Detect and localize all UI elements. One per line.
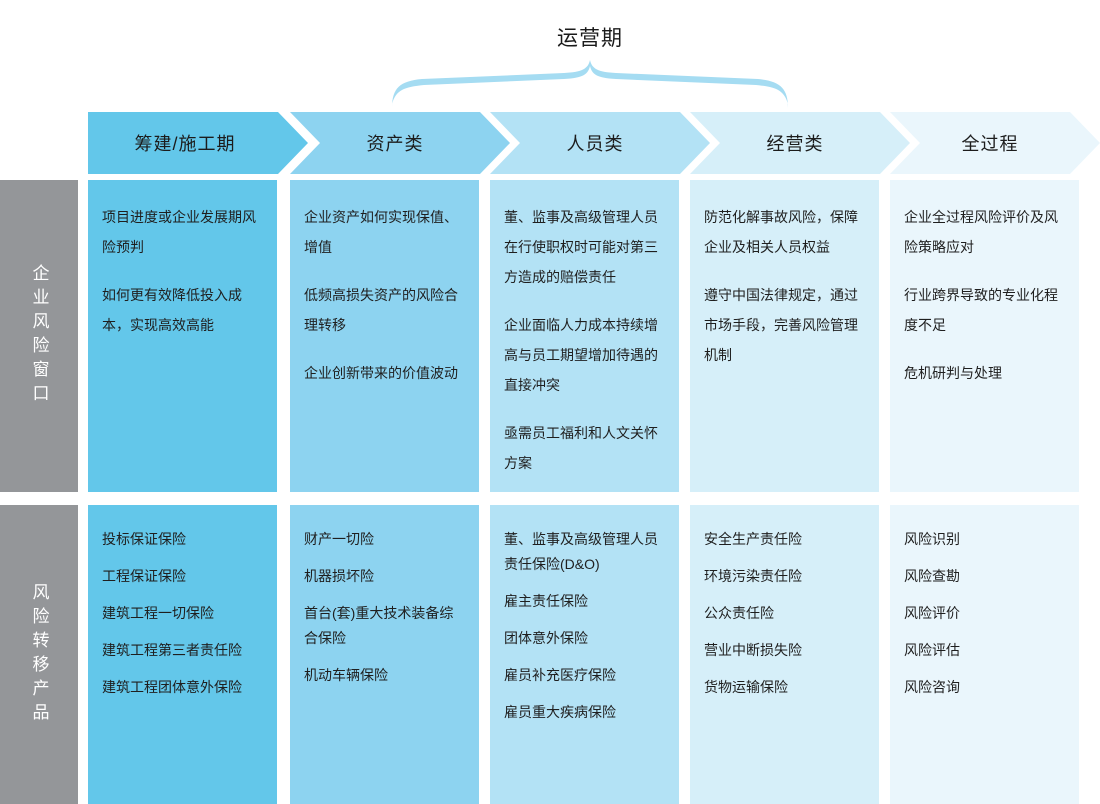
cell-item: 防范化解事故风险，保障企业及相关人员权益 xyxy=(704,209,858,255)
cell-item: 机器损坏险 xyxy=(304,568,374,584)
cell-item: 危机研判与处理 xyxy=(904,365,1002,381)
column-header-personnel[interactable]: 人员类 xyxy=(490,112,710,174)
cell-item: 风险识别 xyxy=(904,531,960,547)
cell-item: 营业中断损失险 xyxy=(704,642,802,658)
cell-item: 遵守中国法律规定，通过市场手段，完善风险管理机制 xyxy=(704,287,858,363)
column-header-construction[interactable]: 筹建/施工期 xyxy=(88,112,308,174)
cell-item: 企业全过程风险评价及风险策略应对 xyxy=(904,209,1058,255)
cell-item: 项目进度或企业发展期风险预判 xyxy=(102,209,256,255)
cell-risk-window-assets[interactable]: 企业资产如何实现保值、增值 低频高损失资产的风险合理转移 企业创新带来的价值波动 xyxy=(290,180,479,492)
column-header-operations[interactable]: 经营类 xyxy=(690,112,910,174)
row-label-text: 风险转移产品 xyxy=(29,582,49,727)
row-label-risk-window: 企业风险窗口 xyxy=(0,180,78,492)
cell-item: 建筑工程一切保险 xyxy=(102,605,214,621)
cell-transfer-operations[interactable]: 安全生产责任险 环境污染责任险 公众责任险 营业中断损失险 货物运输保险 xyxy=(690,505,879,804)
cell-item: 风险咨询 xyxy=(904,679,960,695)
cell-item: 低频高损失资产的风险合理转移 xyxy=(304,287,458,333)
cell-transfer-personnel[interactable]: 董、监事及高级管理人员责任保险(D&O) 雇主责任保险 团体意外保险 雇员补充医… xyxy=(490,505,679,804)
column-header-label: 人员类 xyxy=(566,134,624,154)
cell-item: 首台(套)重大技术装备综合保险 xyxy=(304,605,454,646)
cell-item: 货物运输保险 xyxy=(704,679,788,695)
cell-transfer-assets[interactable]: 财产一切险 机器损坏险 首台(套)重大技术装备综合保险 机动车辆保险 xyxy=(290,505,479,804)
cell-item: 工程保证保险 xyxy=(102,568,186,584)
cell-item: 亟需员工福利和人文关怀方案 xyxy=(504,425,658,471)
cell-item: 雇员补充医疗保险 xyxy=(504,667,616,683)
cell-item: 公众责任险 xyxy=(704,605,774,621)
cell-item: 雇员重大疾病保险 xyxy=(504,704,616,720)
cell-item: 企业创新带来的价值波动 xyxy=(304,365,458,381)
cell-risk-window-whole-process[interactable]: 企业全过程风险评价及风险策略应对 行业跨界导致的专业化程度不足 危机研判与处理 xyxy=(890,180,1079,492)
cell-item: 企业面临人力成本持续增高与员工期望增加待遇的直接冲突 xyxy=(504,317,658,393)
cell-item: 风险评价 xyxy=(904,605,960,621)
column-header-label: 经营类 xyxy=(766,134,824,154)
cell-item: 董、监事及高级管理人员责任保险(D&O) xyxy=(504,531,658,572)
row-label-transfer-products: 风险转移产品 xyxy=(0,505,78,804)
brace-icon xyxy=(392,60,788,108)
brace-caption: 运营期 xyxy=(557,27,623,50)
cell-item: 环境污染责任险 xyxy=(704,568,802,584)
cell-transfer-construction[interactable]: 投标保证保险 工程保证保险 建筑工程一切保险 建筑工程第三者责任险 建筑工程团体… xyxy=(88,505,277,804)
cell-item: 风险评估 xyxy=(904,642,960,658)
cell-item: 财产一切险 xyxy=(304,531,374,547)
cell-item: 雇主责任保险 xyxy=(504,593,588,609)
cell-item: 建筑工程第三者责任险 xyxy=(102,642,242,658)
column-header-label: 全过程 xyxy=(961,134,1019,154)
column-header-whole-process[interactable]: 全过程 xyxy=(890,112,1100,174)
column-header-label: 筹建/施工期 xyxy=(134,134,236,154)
column-header-assets[interactable]: 资产类 xyxy=(290,112,510,174)
cell-item: 风险查勘 xyxy=(904,568,960,584)
cell-item: 董、监事及高级管理人员在行使职权时可能对第三方造成的赔偿责任 xyxy=(504,209,658,285)
cell-item: 机动车辆保险 xyxy=(304,667,388,683)
cell-risk-window-operations[interactable]: 防范化解事故风险，保障企业及相关人员权益 遵守中国法律规定，通过市场手段，完善风… xyxy=(690,180,879,492)
row-label-text: 企业风险窗口 xyxy=(29,264,49,408)
column-header-row: 筹建/施工期 资产类 人员类 经营类 全过程 xyxy=(0,112,1100,174)
cell-transfer-whole-process[interactable]: 风险识别 风险查勘 风险评价 风险评估 风险咨询 xyxy=(890,505,1079,804)
cell-item: 投标保证保险 xyxy=(102,531,186,547)
cell-item: 建筑工程团体意外保险 xyxy=(102,679,242,695)
column-header-label: 资产类 xyxy=(366,134,424,154)
cell-risk-window-personnel[interactable]: 董、监事及高级管理人员在行使职权时可能对第三方造成的赔偿责任 企业面临人力成本持… xyxy=(490,180,679,492)
cell-item: 如何更有效降低投入成本，实现高效高能 xyxy=(102,287,242,333)
cell-item: 团体意外保险 xyxy=(504,630,588,646)
cell-item: 企业资产如何实现保值、增值 xyxy=(304,209,458,255)
cell-item: 安全生产责任险 xyxy=(704,531,802,547)
cell-risk-window-construction[interactable]: 项目进度或企业发展期风险预判 如何更有效降低投入成本，实现高效高能 xyxy=(88,180,277,492)
brace-bracket xyxy=(388,60,792,108)
cell-item: 行业跨界导致的专业化程度不足 xyxy=(904,287,1058,333)
